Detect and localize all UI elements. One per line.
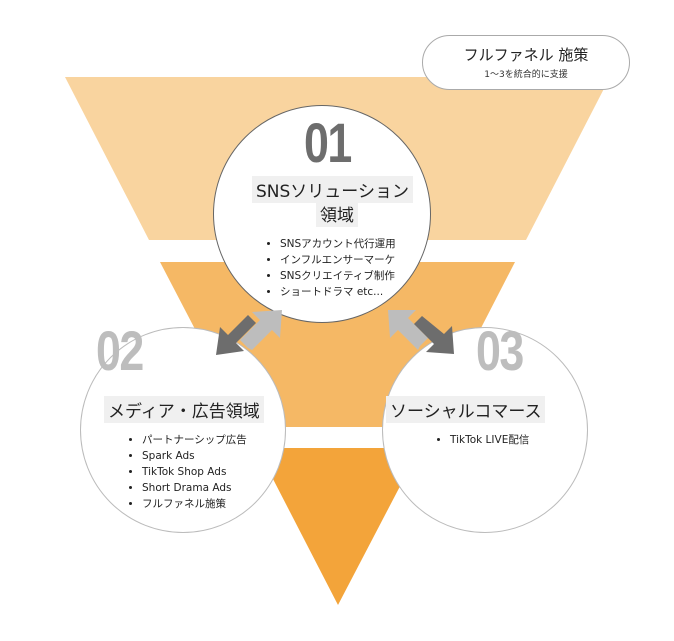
list-item: パートナーシップ広告 <box>142 432 247 448</box>
domain-03-circle <box>382 327 588 533</box>
domain-02-list: パートナーシップ広告 Spark Ads TikTok Shop Ads Sho… <box>126 432 247 512</box>
domain-01-title: SNSソリューション <box>252 176 413 203</box>
domain-03-list: TikTok LIVE配信 <box>434 432 529 448</box>
domain-03-title: ソーシャルコマース <box>386 396 546 423</box>
domain-01-list: SNSアカウント代行運用 インフルエンサーマーケ SNSクリエイティブ制作 ショ… <box>264 236 396 300</box>
list-item: SNSクリエイティブ制作 <box>280 268 396 284</box>
domain-01-number: 01 <box>304 111 352 174</box>
arrow-up-left-icon <box>388 310 428 350</box>
list-item: Spark Ads <box>142 448 247 464</box>
arrow-down-left-icon <box>216 315 256 355</box>
domain-03-number: 03 <box>476 319 524 382</box>
domain-01-title-line2: 領域 <box>316 200 358 227</box>
callout-subtitle: 1〜3を統合的に支援 <box>484 70 568 80</box>
funnel-band-bottom <box>257 448 420 605</box>
domain-02-circle <box>80 327 286 533</box>
arrow-up-right-icon <box>240 310 282 350</box>
list-item: SNSアカウント代行運用 <box>280 236 396 252</box>
list-item: TikTok LIVE配信 <box>450 432 529 448</box>
full-funnel-callout: フルファネル 施策 1〜3を統合的に支援 <box>422 35 630 90</box>
domain-02-title: メディア・広告領域 <box>104 396 264 423</box>
callout-title: フルファネル 施策 <box>463 46 589 64</box>
list-item: インフルエンサーマーケ <box>280 252 396 268</box>
arrow-down-right-icon <box>414 316 454 354</box>
list-item: TikTok Shop Ads <box>142 464 247 480</box>
list-item: フルファネル施策 <box>142 496 247 512</box>
domain-02-number: 02 <box>96 319 144 382</box>
list-item: Short Drama Ads <box>142 480 247 496</box>
list-item: ショートドラマ etc... <box>280 284 396 300</box>
